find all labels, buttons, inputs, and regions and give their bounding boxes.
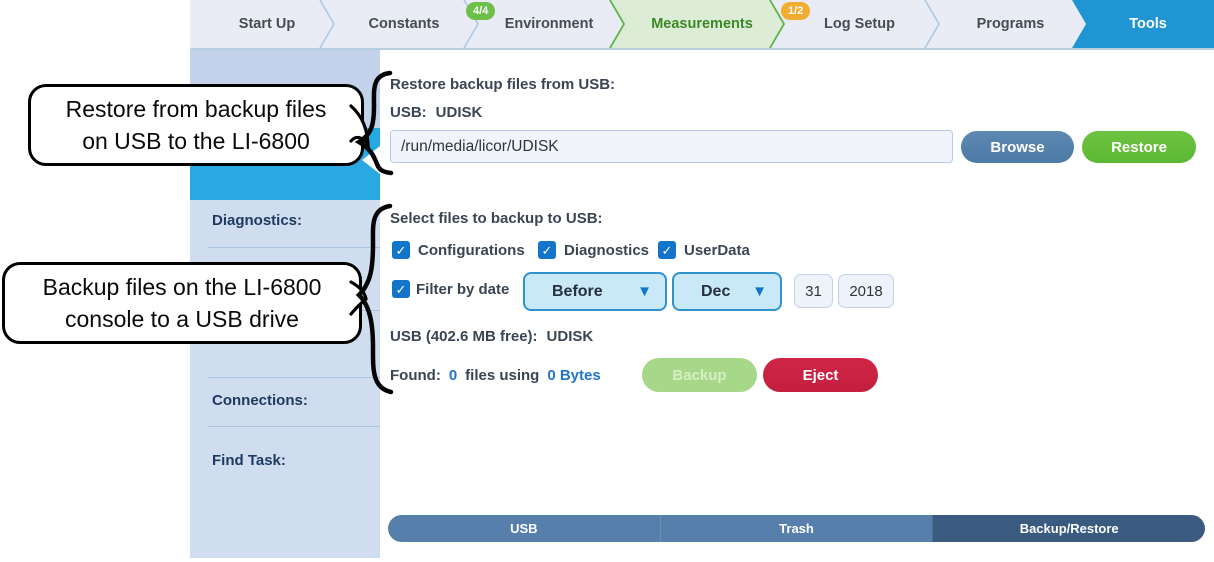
backup-section-heading: Select files to backup to USB: bbox=[390, 210, 603, 227]
tab-programs[interactable]: Programs bbox=[925, 0, 1086, 48]
sidebar-item-connections[interactable]: Connections: bbox=[212, 392, 308, 409]
restore-section-heading: Restore backup files from USB: bbox=[390, 76, 616, 93]
usb-free-space-line: USB (402.6 MB free): UDISK bbox=[390, 328, 593, 345]
checkbox-diagnostics[interactable]: ✓ bbox=[538, 241, 556, 259]
found-files-line: Found: 0 files using 0 Bytes bbox=[390, 367, 601, 384]
browse-button[interactable]: Browse bbox=[961, 131, 1074, 163]
usb-free-device-name: UDISK bbox=[546, 328, 594, 345]
found-count: 0 bbox=[448, 367, 458, 384]
usb-free-label: USB (402.6 MB free): bbox=[390, 328, 538, 345]
tab-constants[interactable]: Constants bbox=[320, 0, 478, 48]
tab-bar-underline bbox=[190, 48, 1214, 50]
month-dropdown[interactable]: Dec ▼ bbox=[672, 272, 782, 311]
restore-path-input[interactable] bbox=[390, 130, 953, 163]
log-setup-progress-badge: 1/2 bbox=[781, 2, 811, 20]
environment-progress-badge: 4/4 bbox=[466, 2, 496, 20]
checkbox-userdata[interactable]: ✓ bbox=[658, 241, 676, 259]
tab-tools-active[interactable]: Tools bbox=[1072, 0, 1214, 48]
bottom-tab-usb[interactable]: USB bbox=[388, 515, 660, 542]
checkbox-configurations[interactable]: ✓ bbox=[392, 241, 410, 259]
date-range-dropdown[interactable]: Before ▼ bbox=[523, 272, 667, 311]
checkmark-icon: ✓ bbox=[661, 242, 673, 258]
restore-button[interactable]: Restore bbox=[1082, 131, 1196, 163]
checkbox-filter-by-date[interactable]: ✓ bbox=[392, 280, 410, 298]
sidebar-divider bbox=[208, 426, 380, 427]
sidebar-item-find-task[interactable]: Find Task: bbox=[212, 452, 286, 469]
day-field[interactable] bbox=[794, 274, 833, 308]
sidebar-item-diagnostics[interactable]: Diagnostics: bbox=[212, 212, 303, 229]
found-connector: files using bbox=[465, 367, 540, 384]
found-size: 0 Bytes bbox=[547, 367, 601, 384]
year-field[interactable] bbox=[838, 274, 894, 308]
usb-label: USB: bbox=[390, 104, 427, 121]
chevron-down-icon: ▼ bbox=[752, 283, 767, 300]
checkbox-label-filter-by-date: Filter by date bbox=[416, 281, 510, 298]
found-label: Found: bbox=[390, 367, 441, 384]
bottom-tab-trash[interactable]: Trash bbox=[659, 515, 933, 542]
bottom-tab-bar: USB Trash Backup/Restore bbox=[388, 515, 1205, 542]
sidebar bbox=[190, 200, 380, 558]
callout-backup-annotation: Backup files on the LI-6800 console to a… bbox=[2, 262, 362, 344]
chevron-down-icon: ▼ bbox=[637, 283, 652, 300]
backup-button[interactable]: Backup bbox=[642, 358, 757, 392]
checkbox-label-diagnostics: Diagnostics bbox=[564, 242, 650, 259]
tab-measurements[interactable]: Measurements bbox=[610, 0, 784, 48]
usb-device-line: USB: UDISK bbox=[390, 104, 482, 121]
checkmark-icon: ✓ bbox=[541, 242, 553, 258]
checkbox-label-userdata: UserData bbox=[684, 242, 750, 259]
tab-start-up[interactable]: Start Up bbox=[190, 0, 334, 48]
checkmark-icon: ✓ bbox=[395, 242, 407, 258]
sidebar-divider bbox=[208, 247, 380, 248]
checkmark-icon: ✓ bbox=[395, 281, 407, 297]
checkbox-label-configurations: Configurations bbox=[418, 242, 525, 259]
sidebar-active-arrow bbox=[362, 146, 380, 174]
bottom-tab-backup-restore[interactable]: Backup/Restore bbox=[932, 515, 1205, 542]
sidebar-divider bbox=[208, 377, 380, 378]
callout-restore-annotation: Restore from backup files on USB to the … bbox=[28, 84, 364, 166]
usb-device-name: UDISK bbox=[435, 104, 483, 121]
eject-button[interactable]: Eject bbox=[763, 358, 878, 392]
